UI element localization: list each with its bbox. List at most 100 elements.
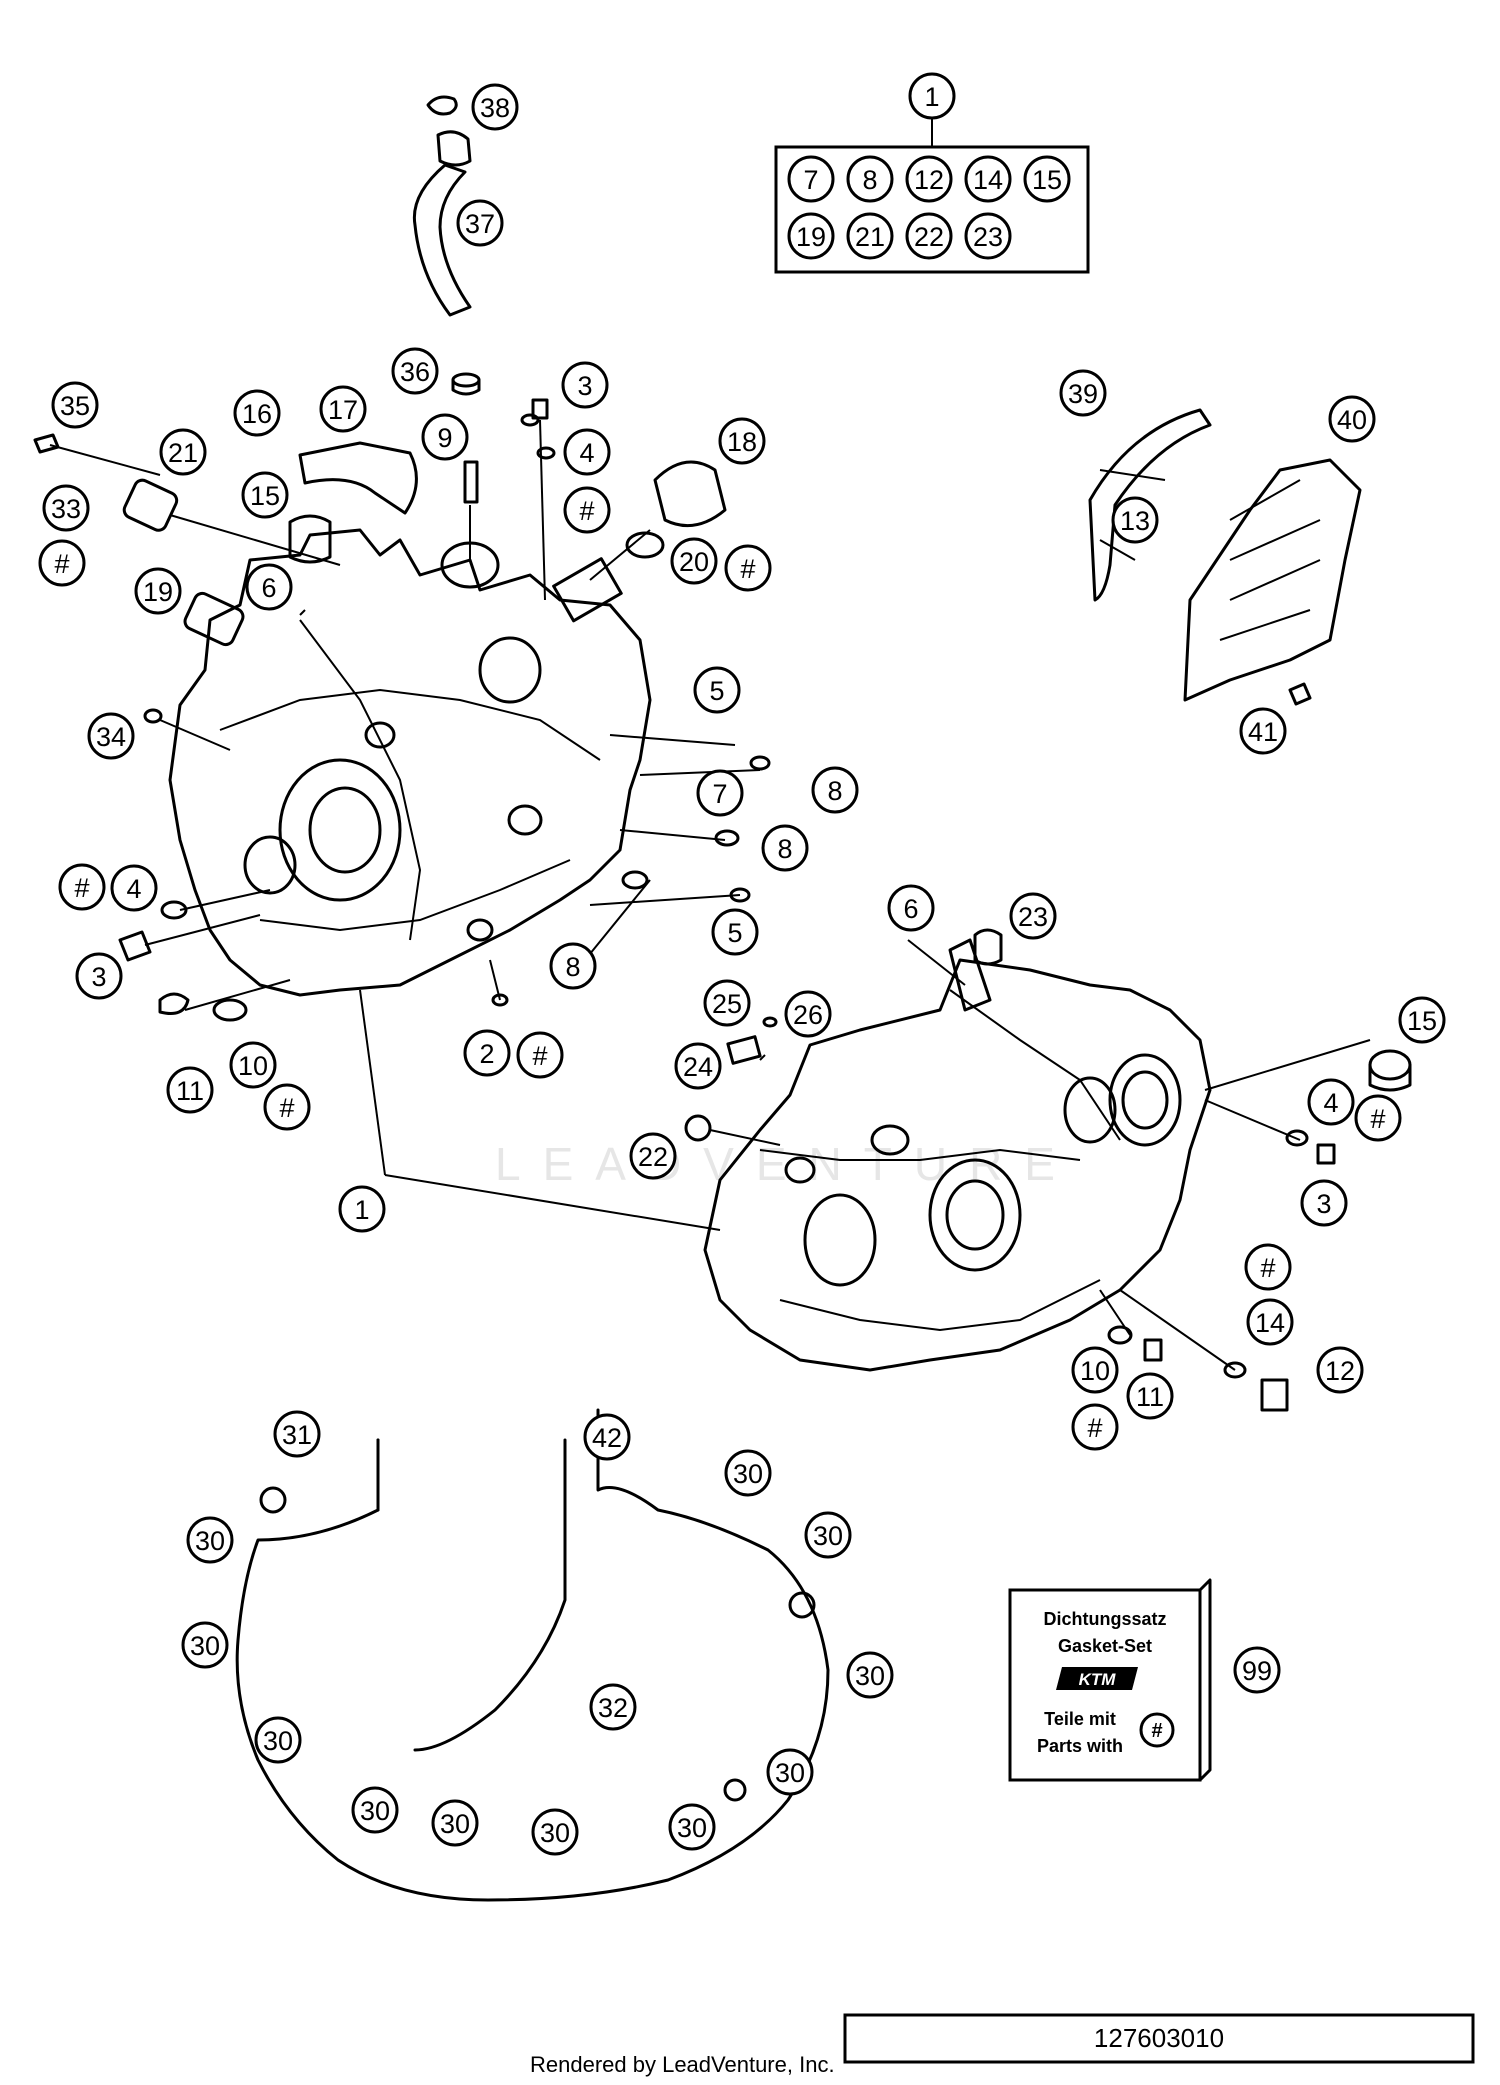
callout-circle <box>804 1511 852 1559</box>
callout-circle <box>674 1042 722 1090</box>
kit-callout-row1: 15 <box>1023 155 1071 203</box>
callout-c35: 35 <box>51 381 99 429</box>
left-leaders <box>49 419 761 1231</box>
kit-callout-row2: 21 <box>846 212 894 260</box>
callout-label: 99 <box>1242 1656 1272 1686</box>
callout-c21a: 21 <box>159 428 207 476</box>
callout-circle <box>668 1803 716 1851</box>
callout-circle <box>159 428 207 476</box>
callout-c13: 13 <box>1111 496 1159 544</box>
callout-c2: 2 <box>463 1029 511 1077</box>
callout-label: 8 <box>777 834 792 864</box>
callout-c8b: 8 <box>761 824 809 872</box>
callout-label: 5 <box>727 918 742 948</box>
callout-c4b: 4 <box>110 864 158 912</box>
callout-circle <box>254 1716 302 1764</box>
callout-c30h: 30 <box>351 1786 399 1834</box>
callout-label: # <box>54 549 69 579</box>
callout-circle <box>58 863 106 911</box>
callout-label: 30 <box>855 1661 885 1691</box>
callout-label: 24 <box>683 1052 713 1082</box>
callout-c18: 18 <box>718 417 766 465</box>
callout-label: # <box>579 496 594 526</box>
callout-label: 10 <box>238 1051 268 1081</box>
callout-label: 20 <box>679 547 709 577</box>
callout-circle <box>245 563 293 611</box>
callout-circle <box>1071 1346 1119 1394</box>
callout-c3a: 3 <box>561 361 609 409</box>
footer: Rendered by LeadVenture, Inc. 127603010 <box>530 2013 1475 2077</box>
clutch-cover-gasket <box>235 1408 830 1902</box>
callout-circle <box>1239 707 1287 755</box>
callout-c30e: 30 <box>846 1651 894 1699</box>
ignition-cover <box>1088 408 1362 706</box>
callout-circle <box>589 1683 637 1731</box>
callout-label: 19 <box>796 222 826 252</box>
callout-circle <box>263 1083 311 1131</box>
callout-label: 22 <box>914 222 944 252</box>
callout-label: 30 <box>360 1796 390 1826</box>
callout-label: 11 <box>1136 1382 1164 1412</box>
callout-c32: 32 <box>589 1683 637 1731</box>
callout-c10b: 10 <box>1071 1346 1119 1394</box>
callout-label: 6 <box>261 573 276 603</box>
callout-label: 3 <box>1316 1189 1331 1219</box>
callout-circle <box>1233 1646 1281 1694</box>
callout-label: 5 <box>709 676 724 706</box>
callout-c8c: 8 <box>549 942 597 990</box>
callout-label: # <box>1260 1253 1275 1283</box>
callout-c20: 20 <box>670 537 718 585</box>
callout-label: 7 <box>803 165 818 195</box>
callout-c3c: 3 <box>1300 1179 1348 1227</box>
callout-label: 13 <box>1120 506 1150 536</box>
callout-label: 41 <box>1248 717 1278 747</box>
callout-c17: 17 <box>319 385 367 433</box>
callout-label: 30 <box>813 1521 843 1551</box>
callout-label: 7 <box>712 779 727 809</box>
diagram-number: 127603010 <box>1094 2023 1224 2053</box>
left-small-parts <box>33 398 771 1022</box>
callout-label: 31 <box>282 1420 312 1450</box>
left-crankcase <box>168 528 652 997</box>
callout-label: 30 <box>190 1631 220 1661</box>
callout-c30i: 30 <box>431 1799 479 1847</box>
callout-circle <box>51 381 99 429</box>
callout-circle <box>696 769 744 817</box>
callout-circle <box>846 155 894 203</box>
callout-label: 3 <box>577 371 592 401</box>
callout-c36: 36 <box>391 347 439 395</box>
callout-circle <box>703 979 751 1027</box>
callout-label: 38 <box>480 93 510 123</box>
callout-circle <box>42 484 90 532</box>
callout-circle <box>670 537 718 585</box>
gasket-mark: # <box>1151 1720 1162 1742</box>
callout-circle <box>1300 1179 1348 1227</box>
callout-c30g: 30 <box>766 1748 814 1796</box>
callout-circle <box>711 908 759 956</box>
callout-circle <box>718 417 766 465</box>
callout-circle <box>421 413 469 461</box>
callout-label: 3 <box>91 962 106 992</box>
callout-c15b: 15 <box>1398 996 1446 1044</box>
kit-callout-row1: 14 <box>964 155 1012 203</box>
breather-hose <box>412 95 481 396</box>
callout-circle <box>887 884 935 932</box>
callout-circle <box>629 1132 677 1180</box>
callout-circle <box>233 389 281 437</box>
callout-label: 15 <box>250 481 280 511</box>
callout-circle <box>1328 395 1376 443</box>
callout-c6a: 6 <box>245 563 293 611</box>
callout-circle <box>431 1799 479 1847</box>
callout-label: # <box>532 1041 547 1071</box>
callout-c4ch: # <box>1354 1094 1402 1142</box>
callout-c23: 23 <box>1009 892 1057 940</box>
callout-label: # <box>74 873 89 903</box>
callout-c38: 38 <box>471 83 519 131</box>
gasket-line4: Parts with <box>1037 1736 1123 1756</box>
callout-circle <box>908 72 956 120</box>
callout-circle <box>229 1041 277 1089</box>
gasket-line2: Gasket-Set <box>1058 1636 1152 1656</box>
callout-label: 9 <box>437 423 452 453</box>
